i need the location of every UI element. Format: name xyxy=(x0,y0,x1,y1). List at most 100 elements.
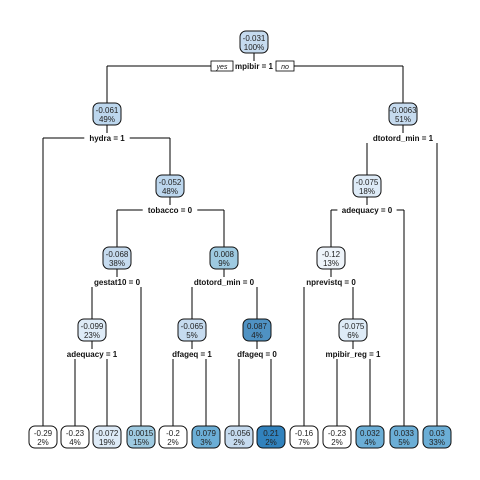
node-box xyxy=(102,246,132,270)
node-box xyxy=(224,425,254,449)
node-box xyxy=(355,425,385,449)
node-value: -0.075 xyxy=(356,178,379,187)
node-box xyxy=(388,102,418,126)
node-percent: 38% xyxy=(109,259,125,268)
split-label-bg xyxy=(187,277,261,287)
node-box xyxy=(28,425,58,449)
split-label-bg xyxy=(167,349,217,359)
split-label-n10: dfageq = 1 xyxy=(172,350,212,359)
node-value: -0.2 xyxy=(166,429,180,438)
node-box xyxy=(177,318,207,342)
node-value: -0.061 xyxy=(96,106,119,115)
split-label-bg xyxy=(318,349,388,359)
no-label: no xyxy=(281,64,289,71)
split-label-n8: nprevistq = 0 xyxy=(306,278,356,287)
split-label-n2: hydra = 1 xyxy=(89,134,125,143)
node-box xyxy=(389,425,419,449)
node-value: -0.072 xyxy=(96,429,119,438)
split-label-bg xyxy=(337,205,397,215)
node-percent: 15% xyxy=(133,438,149,447)
split-label-n6: gestat10 = 0 xyxy=(94,278,141,287)
node-value: 0.008 xyxy=(214,250,235,259)
node-percent: 49% xyxy=(99,115,115,124)
yes-label: yes xyxy=(216,64,228,71)
node-box xyxy=(242,318,272,342)
node-percent: 2% xyxy=(331,438,343,447)
node-percent: 2% xyxy=(233,438,245,447)
node-percent: 51% xyxy=(395,115,411,124)
split-label-bg xyxy=(87,277,147,287)
node-box xyxy=(191,425,221,449)
node-box xyxy=(239,30,269,54)
node-value: 0.0015 xyxy=(129,429,154,438)
node-box xyxy=(316,246,346,270)
node-box xyxy=(322,425,352,449)
node-percent: 48% xyxy=(162,187,178,196)
split-label-n1: mpibir = 1 xyxy=(235,62,274,71)
node-box xyxy=(352,174,382,198)
node-percent: 4% xyxy=(251,331,263,340)
split-label-n5: adequacy = 0 xyxy=(342,206,393,215)
node-percent: 2% xyxy=(265,438,277,447)
node-value: -0.23 xyxy=(328,429,347,438)
split-label-bg xyxy=(62,349,122,359)
split-label-n11: dfageq = 0 xyxy=(237,350,277,359)
node-percent: 23% xyxy=(84,331,100,340)
node-percent: 4% xyxy=(69,438,81,447)
no-label-box xyxy=(275,60,295,72)
split-label-bg xyxy=(142,205,198,215)
node-value: 0.087 xyxy=(247,322,268,331)
node-box xyxy=(338,318,368,342)
node-value: -0.12 xyxy=(322,250,341,259)
edge-n1 xyxy=(106,53,404,103)
node-value: -0.075 xyxy=(342,322,365,331)
node-percent: 13% xyxy=(323,259,339,268)
node-percent: 3% xyxy=(200,438,212,447)
split-label-n3: dtotord_min = 1 xyxy=(373,134,434,143)
split-label-bg xyxy=(229,61,279,71)
node-percent: 9% xyxy=(218,259,230,268)
node-value: -0.056 xyxy=(228,429,251,438)
leaf-node-l8: 0.212% xyxy=(256,425,286,449)
node-box xyxy=(60,425,90,449)
node-value: -0.052 xyxy=(159,178,182,187)
split-label-bg xyxy=(366,133,440,143)
leaf-node-l9: -0.167% xyxy=(289,425,319,449)
node-box xyxy=(422,425,452,449)
node-value: -0.065 xyxy=(181,322,204,331)
node-value: 0.21 xyxy=(263,429,279,438)
node-box xyxy=(209,246,239,270)
edge-n7 xyxy=(191,269,258,319)
node-box xyxy=(256,425,286,449)
yes-label-box xyxy=(210,60,234,72)
node-percent: 6% xyxy=(347,331,359,340)
edge-n3 xyxy=(366,125,438,426)
node-percent: 33% xyxy=(429,438,445,447)
node-box xyxy=(289,425,319,449)
node-percent: 4% xyxy=(364,438,376,447)
node-percent: 19% xyxy=(99,438,115,447)
edge-n8 xyxy=(303,269,354,426)
node-box xyxy=(77,318,107,342)
leaf-node-l10: -0.232% xyxy=(322,425,352,449)
split-label-bg xyxy=(84,133,130,143)
node-percent: 7% xyxy=(298,438,310,447)
node-value: -0.23 xyxy=(66,429,85,438)
edge-n4 xyxy=(116,197,225,247)
node-percent: 5% xyxy=(398,438,410,447)
node-box xyxy=(126,425,156,449)
